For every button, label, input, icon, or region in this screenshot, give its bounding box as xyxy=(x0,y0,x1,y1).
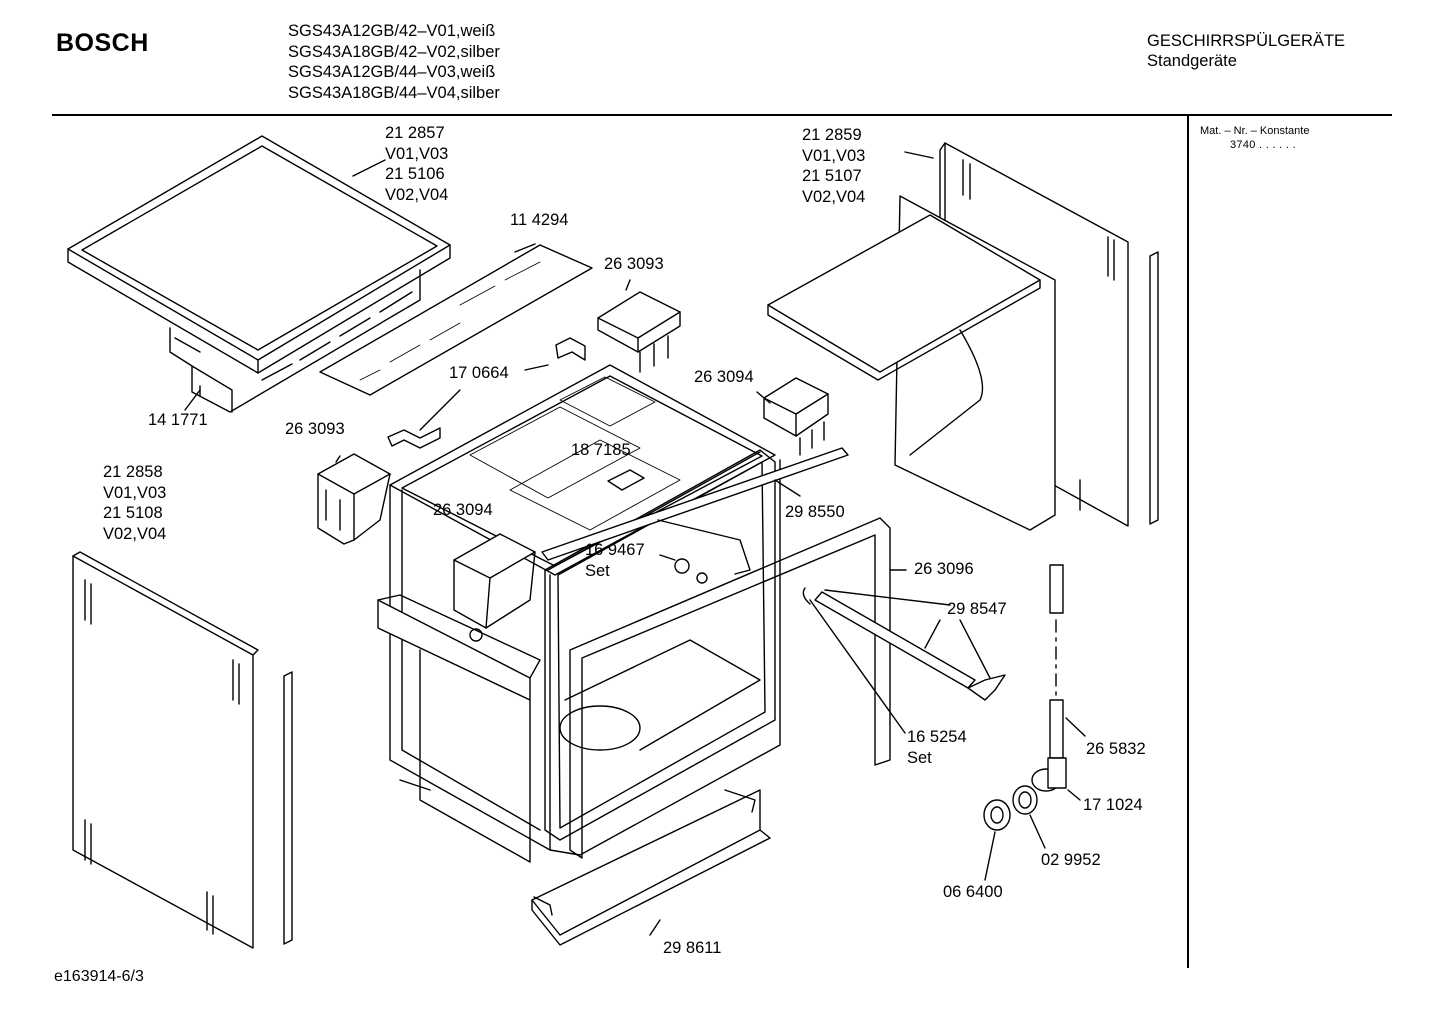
variant-label: V01,V03 xyxy=(385,144,449,163)
door-seal-part xyxy=(541,447,849,561)
set-label: Set xyxy=(907,748,932,767)
callout-kick-plate: 29 8611 xyxy=(663,939,722,957)
callout-left-panel: 21 2858 V01,V03 21 5108 V02,V04 xyxy=(103,462,166,544)
part-number: 16 5254 xyxy=(907,728,967,746)
callout-insulation-mat: 11 4294 xyxy=(510,211,569,229)
material-value: 3740 . . . . . . xyxy=(1230,139,1296,151)
callout-hinge-spring: 29 8547 xyxy=(947,600,1007,618)
cover-block-part xyxy=(756,377,829,456)
callout-top-cover: 21 2857 V01,V03 21 5106 V02,V04 xyxy=(385,123,448,205)
callout-hinge-set: 16 9467 Set xyxy=(585,540,645,581)
left-panel-part xyxy=(72,551,259,949)
callout-mount-bracket: 17 0664 xyxy=(449,364,509,382)
gasket-part xyxy=(1012,785,1046,849)
tub-part xyxy=(389,364,781,856)
variant-label: V01,V03 xyxy=(103,483,167,502)
bracket-part xyxy=(597,279,681,373)
callout-cap: 06 6400 xyxy=(943,883,1003,901)
side-strip-part xyxy=(283,251,1159,945)
callout-drain-hose: 26 5832 xyxy=(1086,740,1146,758)
variant-label: V02,V04 xyxy=(802,187,866,206)
drain-hose-part xyxy=(1049,564,1086,759)
category-subtitle: Standgeräte xyxy=(1147,52,1237,70)
part-number: 21 5106 xyxy=(385,165,445,183)
top-cover-part xyxy=(67,135,451,413)
model-list: SGS43A12GB/42–V01,weiß SGS43A18GB/42–V02… xyxy=(288,21,500,103)
part-number: 16 9467 xyxy=(585,541,645,559)
header-divider xyxy=(52,114,1392,116)
part-number: 21 5107 xyxy=(802,167,862,185)
callout-cover-block-left: 26 3094 xyxy=(433,501,493,519)
base-tray-part xyxy=(184,389,201,411)
callout-spring-set: 16 5254 Set xyxy=(907,727,967,768)
mount-bracket-part xyxy=(387,337,586,449)
model-line: SGS43A18GB/44–V04,silber xyxy=(288,83,500,102)
kick-plate-part xyxy=(531,789,771,946)
callout-base-tray: 14 1771 xyxy=(148,411,208,429)
control-panel-part xyxy=(377,594,541,863)
callout-gasket: 02 9952 xyxy=(1041,851,1101,869)
part-number: 21 2858 xyxy=(103,463,163,481)
shelf-plate-part xyxy=(767,214,1041,381)
model-line: SGS43A12GB/42–V01,weiß xyxy=(288,22,496,40)
variant-label: V02,V04 xyxy=(385,185,449,204)
callout-door-seal-frame: 26 3096 xyxy=(914,560,974,578)
part-number: 21 5108 xyxy=(103,504,163,522)
model-line: SGS43A12GB/44–V03,weiß xyxy=(288,63,496,81)
insulation-mat-part xyxy=(319,243,593,396)
hinge-spring-part xyxy=(802,587,1006,734)
callout-door-seal-top: 29 8550 xyxy=(785,503,845,521)
category-heading: GESCHIRRSPÜLGERÄTE Standgeräte xyxy=(1147,31,1345,71)
variant-label: V01,V03 xyxy=(802,146,866,165)
bracket-part xyxy=(317,453,391,545)
sidebar-divider xyxy=(1187,116,1189,968)
part-number: 21 2857 xyxy=(385,124,445,142)
cover-block-part xyxy=(453,533,536,642)
material-label: Mat. – Nr. – Konstante xyxy=(1200,125,1310,137)
callout-bracket-top-right: 26 3093 xyxy=(604,255,664,273)
hinge-part xyxy=(657,519,751,584)
part-number: 21 2859 xyxy=(802,126,862,144)
callout-center-clip: 18 7185 xyxy=(571,441,631,459)
cap-part xyxy=(983,799,1011,881)
model-line: SGS43A18GB/42–V02,silber xyxy=(288,42,500,61)
document-id: e163914-6/3 xyxy=(54,968,144,985)
variant-label: V02,V04 xyxy=(103,524,167,543)
callout-bracket-left: 26 3093 xyxy=(285,420,345,438)
category-title: GESCHIRRSPÜLGERÄTE xyxy=(1147,32,1346,50)
material-constant: Mat. – Nr. – Konstante 3740 . . . . . . xyxy=(1200,124,1309,152)
hose-elbow-part xyxy=(1031,757,1081,801)
callout-right-panel: 21 2859 V01,V03 21 5107 V02,V04 xyxy=(802,125,865,207)
door-seal-frame-part xyxy=(569,517,907,859)
set-label: Set xyxy=(585,561,610,580)
brand-logo: BOSCH xyxy=(56,29,149,57)
callout-hose-elbow: 17 1024 xyxy=(1083,796,1143,814)
callout-cover-block-right: 26 3094 xyxy=(694,368,754,386)
